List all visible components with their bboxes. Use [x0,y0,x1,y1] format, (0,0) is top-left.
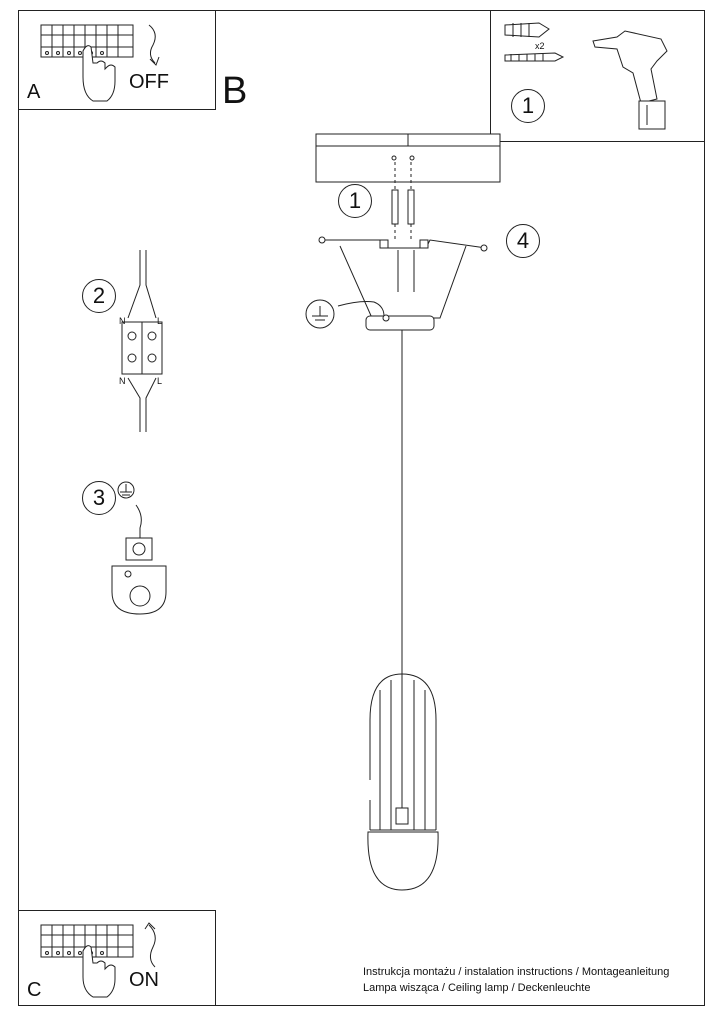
wall-plug-left [391,189,399,225]
footer-line-2: Lampa wisząca / Ceiling lamp / Deckenleu… [363,982,591,994]
globe-bulb [367,831,439,891]
cage-shade [369,673,437,800]
terminal-l-bottom: L [157,376,163,386]
step-3-badge: 3 [82,481,116,515]
quantity-label: x2 [535,41,545,51]
panel-c-switch-on: C ON [18,910,216,1006]
panel-b-letter: B [222,70,248,112]
terminal-l-top: L [157,316,163,326]
tools-illustration [504,22,668,130]
on-label: ON [129,969,159,991]
breaker-off-illustration [40,24,160,102]
terminal-n-bottom: N [119,376,126,386]
footer-line-1: Instrukcja montażu / instalation instruc… [363,966,670,978]
wall-plug-right [407,189,415,225]
terminal-n-top: N [119,316,126,326]
tools-panel: x2 1 [490,10,705,142]
panel-a-switch-off: A OFF [18,10,216,110]
breaker-on-illustration [40,922,156,998]
step-1-drill-badge: 1 [511,89,545,123]
panel-c-letter: C [27,979,42,1001]
step-2-badge: 2 [82,279,116,313]
panel-a-letter: A [27,81,41,103]
off-label: OFF [129,71,169,93]
step-4-badge: 4 [506,224,540,258]
page-frame [18,10,705,1006]
step-1-badge: 1 [338,184,372,218]
